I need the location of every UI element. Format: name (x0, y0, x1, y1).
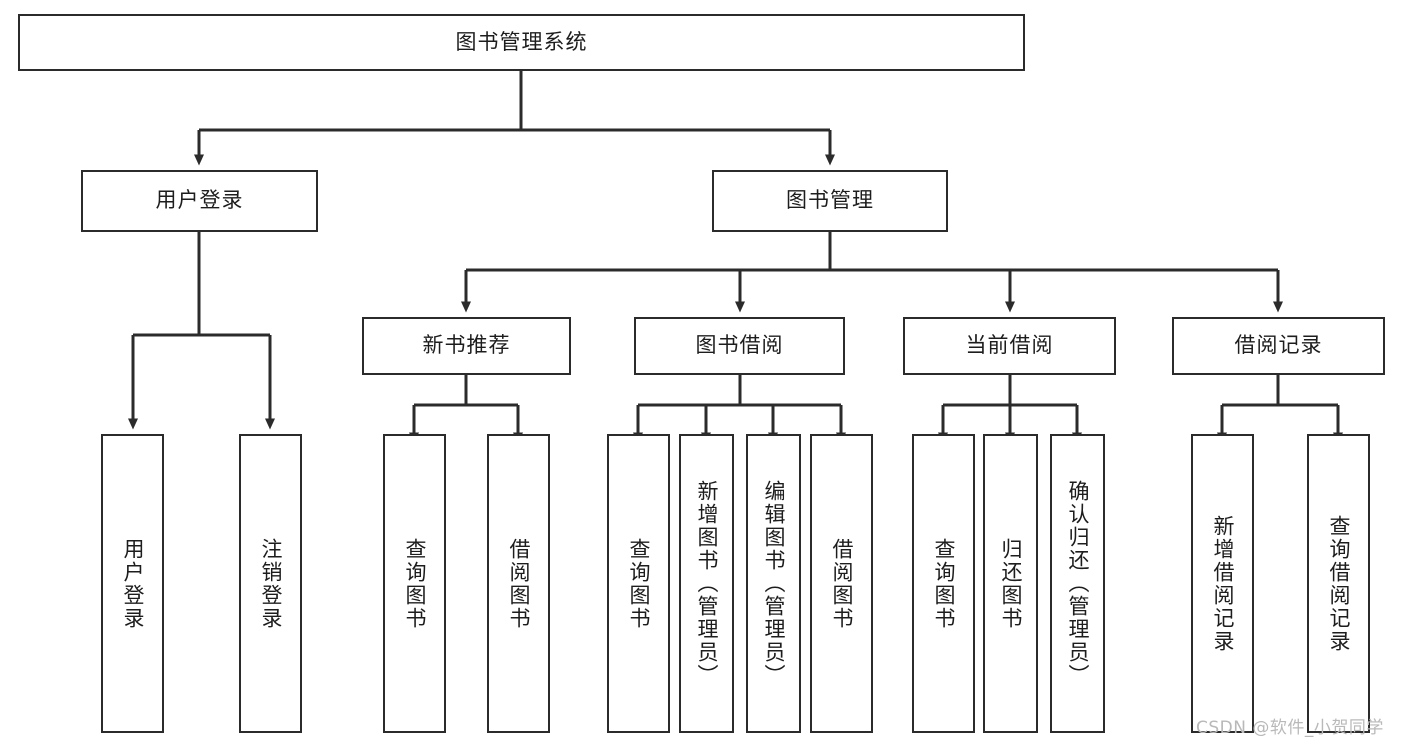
node-current-borrow[interactable]: 当前借阅 (903, 317, 1116, 375)
node-leaf-add-record-label: 新增借阅记录 (1210, 514, 1235, 653)
node-leaf-borrow-book-1[interactable]: 借阅图书 (487, 434, 550, 733)
node-leaf-query-book-2-label: 查询图书 (626, 537, 651, 630)
node-leaf-confirm-return[interactable]: 确认归还（管理员） (1050, 434, 1105, 733)
node-leaf-query-book-1[interactable]: 查询图书 (383, 434, 446, 733)
node-leaf-query-record[interactable]: 查询借阅记录 (1307, 434, 1370, 733)
node-leaf-user-login[interactable]: 用户登录 (101, 434, 164, 733)
node-new-book-recommend-label: 新书推荐 (422, 333, 511, 358)
node-borrow-record-label: 借阅记录 (1234, 333, 1323, 358)
node-leaf-logout[interactable]: 注销登录 (239, 434, 302, 733)
node-leaf-confirm-return-label: 确认归还（管理员） (1065, 480, 1090, 687)
watermark: CSDN @软件_小贺同学 (1196, 718, 1384, 738)
node-leaf-borrow-book-1-label: 借阅图书 (506, 537, 531, 630)
node-root[interactable]: 图书管理系统 (18, 14, 1025, 71)
node-borrow-record[interactable]: 借阅记录 (1172, 317, 1385, 375)
node-leaf-borrow-book-2[interactable]: 借阅图书 (810, 434, 873, 733)
node-root-label: 图书管理系统 (455, 29, 588, 54)
node-leaf-query-book-3-label: 查询图书 (931, 537, 956, 630)
node-book-borrow-label: 图书借阅 (695, 333, 784, 358)
node-leaf-user-login-label: 用户登录 (120, 537, 145, 630)
node-book-borrow[interactable]: 图书借阅 (634, 317, 845, 375)
node-leaf-return-book-label: 归还图书 (998, 537, 1023, 630)
node-leaf-logout-label: 注销登录 (258, 537, 283, 630)
node-leaf-add-book[interactable]: 新增图书（管理员） (679, 434, 734, 733)
node-book-manage[interactable]: 图书管理 (712, 170, 948, 232)
node-leaf-edit-book[interactable]: 编辑图书（管理员） (746, 434, 801, 733)
node-leaf-query-book-2[interactable]: 查询图书 (607, 434, 670, 733)
node-leaf-query-record-label: 查询借阅记录 (1326, 514, 1351, 653)
node-user-login[interactable]: 用户登录 (81, 170, 318, 232)
node-leaf-edit-book-label: 编辑图书（管理员） (761, 480, 786, 687)
node-leaf-query-book-1-label: 查询图书 (402, 537, 427, 630)
node-current-borrow-label: 当前借阅 (965, 333, 1054, 358)
node-leaf-add-record[interactable]: 新增借阅记录 (1191, 434, 1254, 733)
node-user-login-label: 用户登录 (155, 188, 244, 213)
node-leaf-return-book[interactable]: 归还图书 (983, 434, 1038, 733)
node-leaf-add-book-label: 新增图书（管理员） (694, 480, 719, 687)
node-new-book-recommend[interactable]: 新书推荐 (362, 317, 571, 375)
node-leaf-query-book-3[interactable]: 查询图书 (912, 434, 975, 733)
node-book-manage-label: 图书管理 (786, 188, 874, 213)
node-leaf-borrow-book-2-label: 借阅图书 (829, 537, 854, 630)
